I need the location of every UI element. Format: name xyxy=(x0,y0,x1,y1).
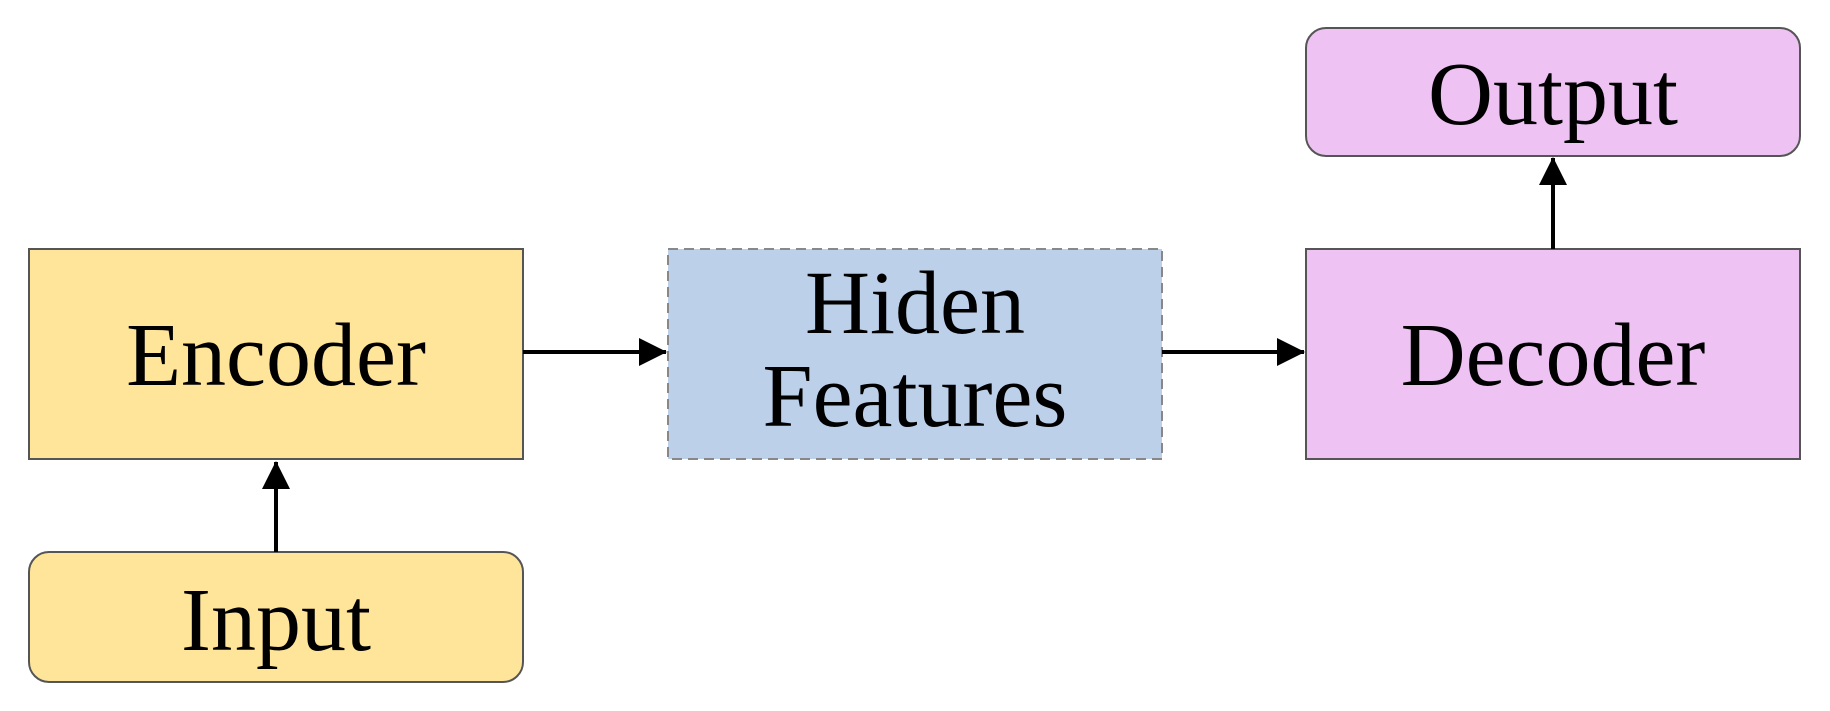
encoder-box xyxy=(28,248,524,460)
encoder-block: Encoder xyxy=(28,248,524,460)
output-label: Output xyxy=(1428,45,1678,144)
output-block: Output xyxy=(1305,27,1801,157)
input-label: Input xyxy=(181,571,371,670)
hidden-features-label-line1: Hiden xyxy=(805,254,1025,353)
hidden-features-box xyxy=(667,248,1163,460)
hidden-features-label-line2: Features xyxy=(763,347,1068,446)
decoder-block: Decoder xyxy=(1305,248,1801,460)
encoder-label: Encoder xyxy=(126,306,426,405)
output-box xyxy=(1305,27,1801,157)
input-block: Input xyxy=(28,551,524,683)
decoder-label: Decoder xyxy=(1401,306,1706,405)
hidden-features-block: Hiden Features xyxy=(667,248,1163,460)
decoder-box xyxy=(1305,248,1801,460)
